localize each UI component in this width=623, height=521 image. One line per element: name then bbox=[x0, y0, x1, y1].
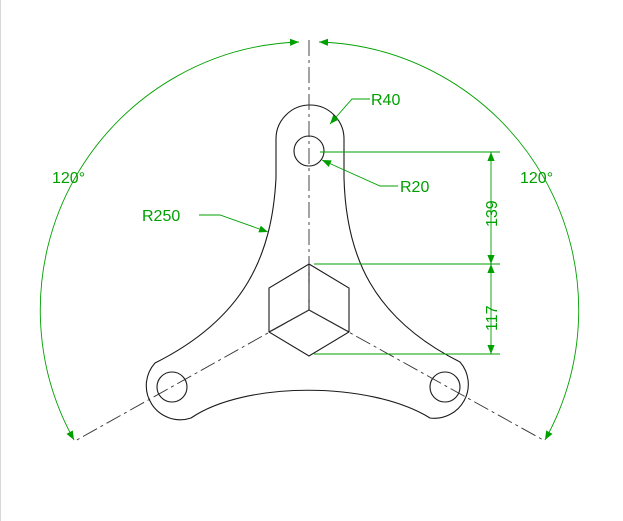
centerline-right bbox=[308, 309, 546, 442]
angle-left-label: 120° bbox=[52, 170, 85, 187]
right-hole bbox=[429, 371, 461, 403]
r20-leader bbox=[321, 159, 398, 187]
angle-arc-left bbox=[39, 38, 300, 441]
center-lines bbox=[74, 40, 546, 442]
angle-arc-right bbox=[318, 38, 580, 441]
dim-139-label: 139 bbox=[484, 200, 501, 227]
dimension-texts: 120° 120° R40 R20 R250 139 117 bbox=[52, 92, 553, 331]
angle-right-label: 120° bbox=[520, 170, 553, 187]
r20-label: R20 bbox=[400, 179, 429, 196]
dim-117-label: 117 bbox=[484, 305, 501, 331]
centerline-left bbox=[74, 309, 310, 442]
r40-label: R40 bbox=[371, 92, 400, 109]
r40-leader bbox=[329, 98, 370, 125]
r250-leader bbox=[199, 214, 269, 233]
dimension-lines bbox=[39, 38, 580, 441]
r250-label: R250 bbox=[142, 208, 180, 225]
